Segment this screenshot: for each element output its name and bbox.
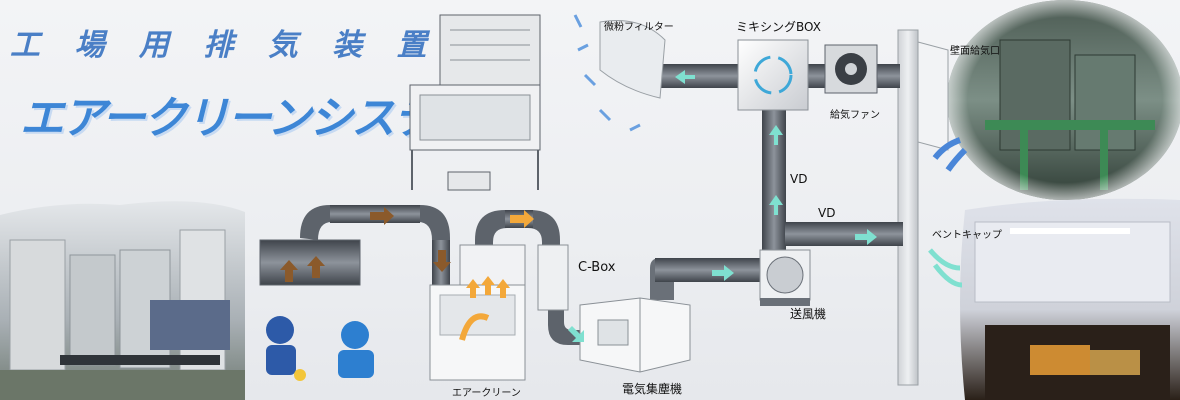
- c-box: [537, 244, 569, 311]
- fine-filter: [599, 19, 666, 99]
- page-title: 工 場 用 排 気 装 置: [10, 28, 439, 63]
- wall: [897, 29, 919, 386]
- factory-interior-photo-bottom: [960, 198, 1180, 400]
- page-subtitle: エアークリーンシステム: [20, 93, 478, 144]
- wall-supply-outlet: [917, 41, 949, 151]
- vd-label-lower: VD: [818, 206, 836, 220]
- worker-illustrations: [266, 316, 374, 381]
- blower-label: 送風機: [790, 307, 827, 321]
- blower: [759, 249, 811, 306]
- air-clean-unit-bottom: [429, 244, 526, 381]
- air-clean-label: エアークリーン: [452, 388, 521, 399]
- supply-fan: [824, 44, 878, 94]
- air-clean-unit-top: [409, 14, 541, 191]
- electrostatic-collector-label: 電気集塵機: [622, 382, 683, 396]
- vent-cap-label: ベントキャップ: [932, 230, 1002, 241]
- mixing-box: [737, 39, 809, 111]
- factory-exterior-photo: [0, 201, 245, 400]
- vd-label-upper: VD: [790, 172, 808, 186]
- supply-fan-label: 給気ファン: [830, 110, 880, 121]
- mixing-box-label: ミキシングBOX: [736, 20, 821, 34]
- fine-filter-label: 微粉フィルター: [604, 22, 674, 33]
- wall-outlet-label: 壁面給気口: [950, 46, 1000, 57]
- electrostatic-collector: [579, 297, 691, 373]
- c-box-label: C-Box: [578, 260, 616, 275]
- exhaust-hood: [259, 239, 361, 286]
- factory-interior-photo-top: [947, 0, 1180, 200]
- flow-arrows: [280, 14, 968, 342]
